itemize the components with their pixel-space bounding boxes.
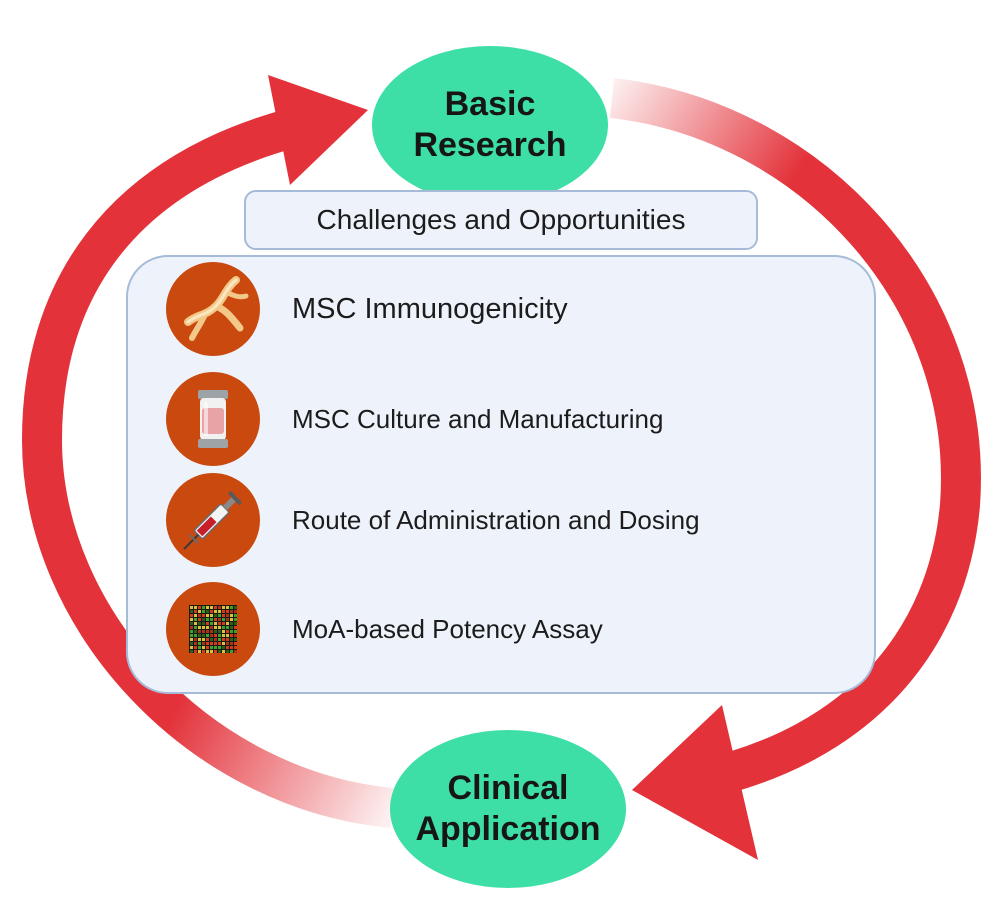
list-item-culture-manufacturing: MSC Culture and Manufacturing: [166, 371, 663, 467]
item-label: MoA-based Potency Assay: [292, 613, 603, 644]
item-label: Route of Administration and Dosing: [292, 504, 700, 535]
microarray-icon: [166, 582, 260, 676]
list-item-immunogenicity: MSC Immunogenicity: [166, 261, 568, 357]
basic-research-line2: Research: [413, 126, 567, 164]
clinical-application-line2: Application: [415, 810, 601, 848]
list-item-administration-dosing: Route of Administration and Dosing: [166, 472, 700, 568]
arrow-clinical-to-research: [21, 108, 394, 828]
item-label: MSC Culture and Manufacturing: [292, 403, 664, 434]
bioreactor-icon: [166, 372, 260, 466]
arrow-research-to-clinical: [609, 78, 981, 800]
challenges-panel: MSC Immunogenicity MSC Culture and Manuf…: [126, 255, 876, 694]
challenges-header: Challenges and Opportunities: [244, 190, 758, 250]
challenges-header-title: Challenges and Opportunities: [316, 204, 686, 235]
list-item-potency-assay: MoA-based Potency Assay: [166, 581, 603, 677]
basic-research-line1: Basic: [444, 84, 536, 123]
clinical-application-node: Clinical Application: [390, 730, 626, 888]
arrowhead-to-research: [268, 75, 368, 185]
arrowhead-to-clinical: [632, 705, 758, 860]
immune-cell-icon: [166, 262, 260, 356]
syringe-icon: [166, 473, 260, 567]
basic-research-node: Basic Research: [372, 46, 608, 204]
clinical-application-line1: Clinical: [447, 768, 569, 807]
item-label: MSC Immunogenicity: [292, 292, 568, 325]
